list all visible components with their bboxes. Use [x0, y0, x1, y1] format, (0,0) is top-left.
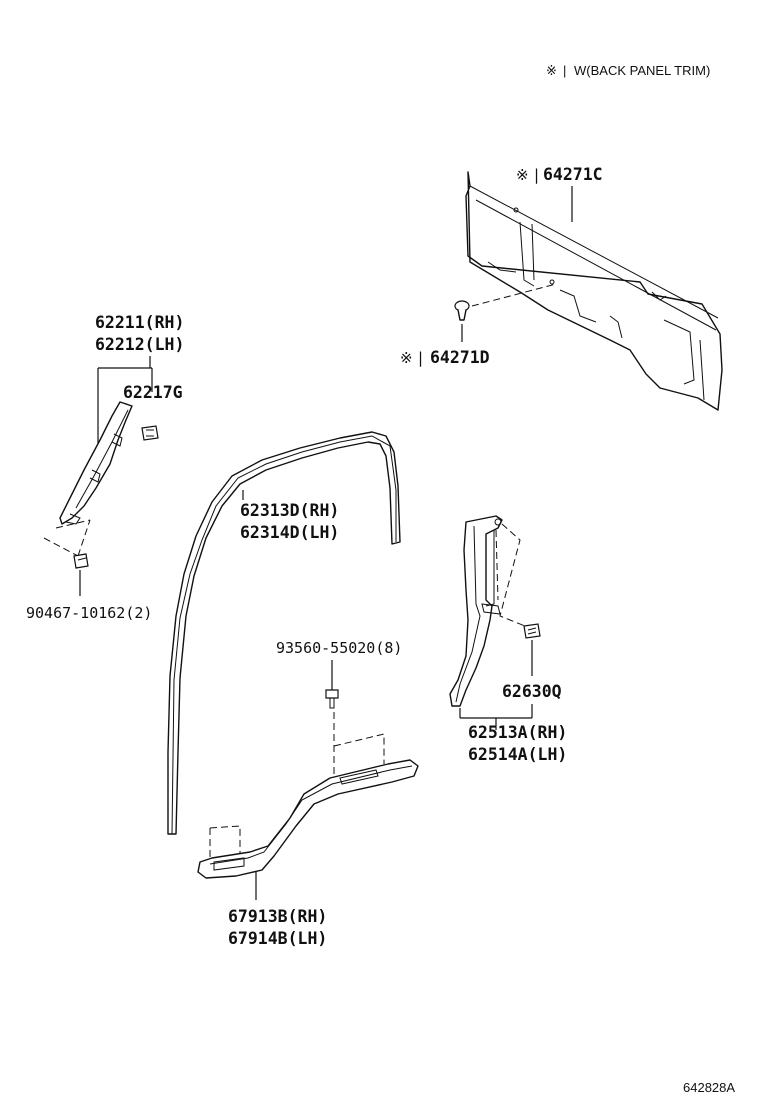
scuff-plate-part — [197, 759, 419, 879]
leader-center-pillar-garnish — [459, 704, 533, 730]
door-opening-trim-lh: 62314D(LH) — [240, 523, 339, 542]
back-panel-clip-bar: | — [416, 349, 425, 367]
back-panel-trim-number: 64271C — [543, 165, 603, 184]
scuff-plate-lh: 67914B(LH) — [228, 929, 327, 948]
diagram-code: 642828A — [683, 1080, 735, 1095]
front-pillar-clip-number: 62217G — [123, 383, 183, 402]
back-panel-trim-bar: | — [532, 166, 541, 184]
front-pillar-garnish-lh: 62212(LH) — [95, 335, 184, 354]
footnote-marker-bar: | — [563, 63, 566, 78]
scuff-plate-rh: 67913B(RH) — [228, 907, 327, 926]
leader-front-pillar-garnish — [97, 356, 153, 450]
door-opening-trim-rh: 62313D(RH) — [240, 501, 339, 520]
center-pillar-clip-part — [523, 623, 541, 639]
scuff-plate-screw-part — [325, 689, 339, 709]
footnote-text: W(BACK PANEL TRIM) — [574, 63, 710, 78]
scuff-plate-dash — [209, 712, 385, 862]
front-pillar-screw-dash — [43, 519, 91, 557]
center-pillar-garnish-part — [449, 515, 503, 707]
footnote-back-panel-trim: ※ | W(BACK PANEL TRIM) — [546, 63, 710, 78]
back-panel-clip-number: 64271D — [430, 348, 490, 367]
center-pillar-clip-number: 62630Q — [502, 682, 562, 701]
front-pillar-screw-number: 90467-10162(2) — [26, 604, 152, 622]
front-pillar-garnish-part — [59, 401, 133, 525]
back-panel-clip-mark: ※ — [400, 349, 413, 367]
front-pillar-clip-part — [141, 425, 159, 441]
center-pillar-dash — [495, 523, 531, 629]
footnote-mark: ※ — [546, 63, 557, 78]
front-pillar-garnish-rh: 62211(RH) — [95, 313, 184, 332]
front-pillar-screw-part — [73, 553, 89, 569]
scuff-plate-screw-number: 93560-55020(8) — [276, 639, 402, 657]
center-pillar-garnish-lh: 62514A(LH) — [468, 745, 567, 764]
back-panel-trim-mark: ※ — [516, 166, 529, 184]
center-pillar-garnish-rh: 62513A(RH) — [468, 723, 567, 742]
door-opening-trim-part — [167, 431, 401, 835]
back-panel-clip-part — [454, 283, 557, 321]
back-panel-trim-part — [465, 171, 723, 411]
